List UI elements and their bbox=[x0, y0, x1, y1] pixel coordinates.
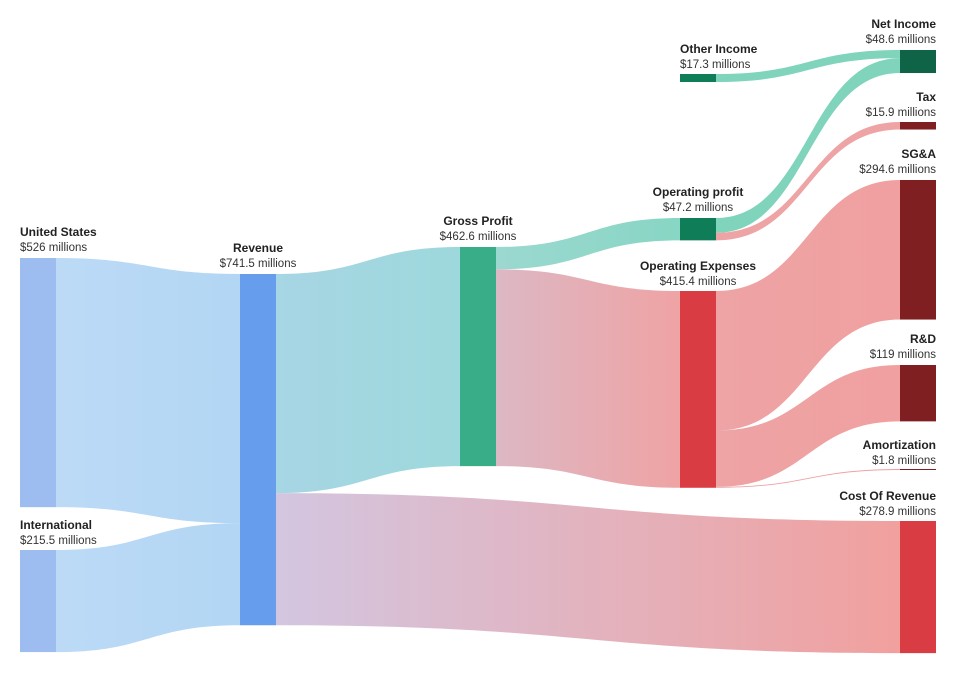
node-sga[interactable] bbox=[900, 180, 936, 320]
node-revenue[interactable] bbox=[240, 274, 276, 626]
node-label-gross: Gross Profit bbox=[443, 214, 512, 228]
node-label-tax: Tax bbox=[916, 90, 936, 104]
node-value-rd: $119 millions bbox=[870, 349, 937, 361]
link-revenue-to-gross bbox=[276, 247, 460, 494]
node-value-amort: $1.8 millions bbox=[872, 455, 936, 467]
link-opex-to-sga bbox=[716, 180, 900, 431]
node-label-us: United States bbox=[20, 225, 97, 239]
link-opex-to-rd bbox=[716, 365, 900, 487]
node-intl[interactable] bbox=[20, 550, 56, 653]
link-revenue-to-cor bbox=[276, 493, 900, 654]
node-value-sga: $294.6 millions bbox=[859, 164, 936, 176]
node-value-opprofit: $47.2 millions bbox=[663, 202, 734, 214]
links-layer bbox=[56, 50, 900, 654]
node-other[interactable] bbox=[680, 74, 716, 82]
node-label-opex: Operating Expenses bbox=[640, 259, 756, 273]
node-value-cor: $278.9 millions bbox=[859, 506, 936, 518]
node-value-gross: $462.6 millions bbox=[440, 231, 517, 243]
node-net[interactable] bbox=[900, 50, 936, 74]
nodes-layer bbox=[20, 50, 936, 654]
node-value-other: $17.3 millions bbox=[680, 59, 751, 71]
node-label-amort: Amortization bbox=[863, 438, 936, 452]
link-intl-to-revenue bbox=[56, 523, 240, 653]
node-cor[interactable] bbox=[900, 521, 936, 654]
node-value-opex: $415.4 millions bbox=[660, 276, 737, 288]
node-value-us: $526 millions bbox=[20, 242, 87, 254]
node-value-revenue: $741.5 millions bbox=[220, 258, 297, 270]
link-gross-to-opex bbox=[496, 269, 680, 488]
link-us-to-revenue bbox=[56, 258, 240, 524]
node-label-rd: R&D bbox=[910, 332, 936, 346]
node-label-cor: Cost Of Revenue bbox=[839, 489, 936, 503]
link-opprofit-to-tax bbox=[716, 122, 900, 241]
node-opprofit[interactable] bbox=[680, 218, 716, 241]
node-us[interactable] bbox=[20, 258, 56, 508]
node-label-other: Other Income bbox=[680, 42, 758, 56]
node-label-revenue: Revenue bbox=[233, 241, 283, 255]
node-amort[interactable] bbox=[900, 469, 936, 470]
node-gross[interactable] bbox=[460, 247, 496, 467]
link-gross-to-opprofit bbox=[496, 218, 680, 270]
node-rd[interactable] bbox=[900, 365, 936, 422]
node-label-sga: SG&A bbox=[901, 147, 936, 161]
node-value-net: $48.6 millions bbox=[866, 34, 937, 46]
link-other-to-net bbox=[716, 50, 900, 82]
link-opex-to-amort bbox=[716, 469, 900, 488]
node-opex[interactable] bbox=[680, 291, 716, 488]
node-tax[interactable] bbox=[900, 122, 936, 130]
link-opprofit-to-net bbox=[716, 58, 900, 233]
node-label-net: Net Income bbox=[871, 17, 936, 31]
node-value-tax: $15.9 millions bbox=[866, 107, 937, 119]
node-label-opprofit: Operating profit bbox=[653, 185, 744, 199]
node-value-intl: $215.5 millions bbox=[20, 535, 97, 547]
node-label-intl: International bbox=[20, 518, 92, 532]
